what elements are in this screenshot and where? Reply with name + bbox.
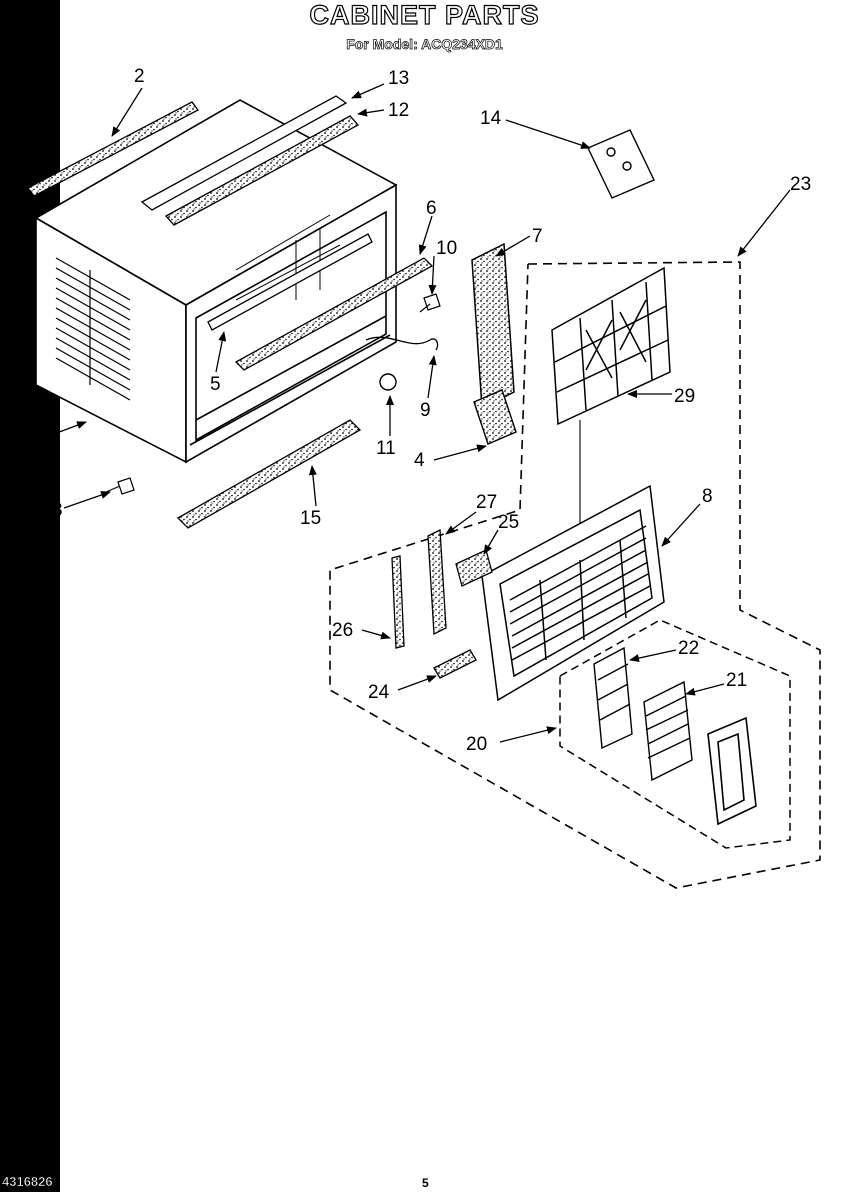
callout-11: 11: [376, 438, 396, 459]
part-10-screw: [419, 293, 441, 313]
callout-21: 21: [726, 670, 747, 691]
part-15-seal: [176, 419, 362, 529]
part-2-seal-strip: [27, 101, 199, 197]
part-4-block: [473, 389, 517, 445]
part-14-bracket: [587, 129, 655, 199]
callout-10: 10: [436, 238, 457, 259]
part-27-strip: [427, 528, 447, 636]
side-louvers: [55, 257, 131, 401]
callout-6: 6: [426, 198, 437, 219]
callout-2: 2: [134, 66, 145, 87]
part-3-screw: [105, 477, 135, 495]
callout-20: 20: [466, 734, 487, 755]
callout-9: 9: [420, 400, 431, 421]
callout-15: 15: [300, 508, 321, 529]
callout-leaders: [37, 83, 791, 743]
callout-25: 25: [498, 512, 519, 533]
part-7-filter-pad: [471, 242, 515, 410]
part-9-wire: [365, 336, 439, 351]
callout-26: 26: [332, 620, 353, 641]
callout-14: 14: [480, 108, 502, 129]
model-subtitle: For Model: ACQ234XD1: [346, 36, 503, 53]
part-11-nut: [379, 373, 397, 391]
callout-23: 23: [790, 174, 811, 195]
callout-27: 27: [476, 492, 497, 513]
callout-22: 22: [678, 638, 699, 659]
callout-5: 5: [210, 374, 221, 395]
callout-8: 8: [702, 486, 713, 507]
binding-strip: [0, 0, 60, 1192]
part-21-louver-set: [643, 680, 693, 782]
callout-13: 13: [388, 68, 409, 89]
part-13-strip: [140, 95, 348, 211]
part-22-louver-frame: [593, 646, 633, 750]
callout-29: 29: [674, 386, 695, 407]
part-29-air-filter: [551, 266, 671, 426]
part-20-group-outline: [559, 619, 791, 849]
callout-1: 1: [18, 432, 29, 453]
part-24-block: [433, 649, 477, 679]
callout-4: 4: [414, 450, 425, 471]
part-12-seal-strip: [164, 115, 360, 226]
part-23-group-outline: [329, 261, 821, 889]
callout-12: 12: [388, 100, 409, 121]
part-8-front-panel: [481, 484, 665, 702]
part-6-seal: [234, 257, 434, 371]
document-number: 4316826: [2, 1174, 53, 1190]
part-5-channel: [207, 233, 373, 331]
callout-3: 3: [52, 500, 63, 521]
page-number: 5: [422, 1176, 429, 1190]
part-26-strip: [391, 555, 405, 649]
callout-7: 7: [532, 226, 543, 247]
louver-knob-frame: [707, 716, 757, 826]
page-title: CABINET PARTS: [309, 0, 540, 31]
part-25-pad: [455, 549, 493, 587]
callout-24: 24: [368, 682, 390, 703]
